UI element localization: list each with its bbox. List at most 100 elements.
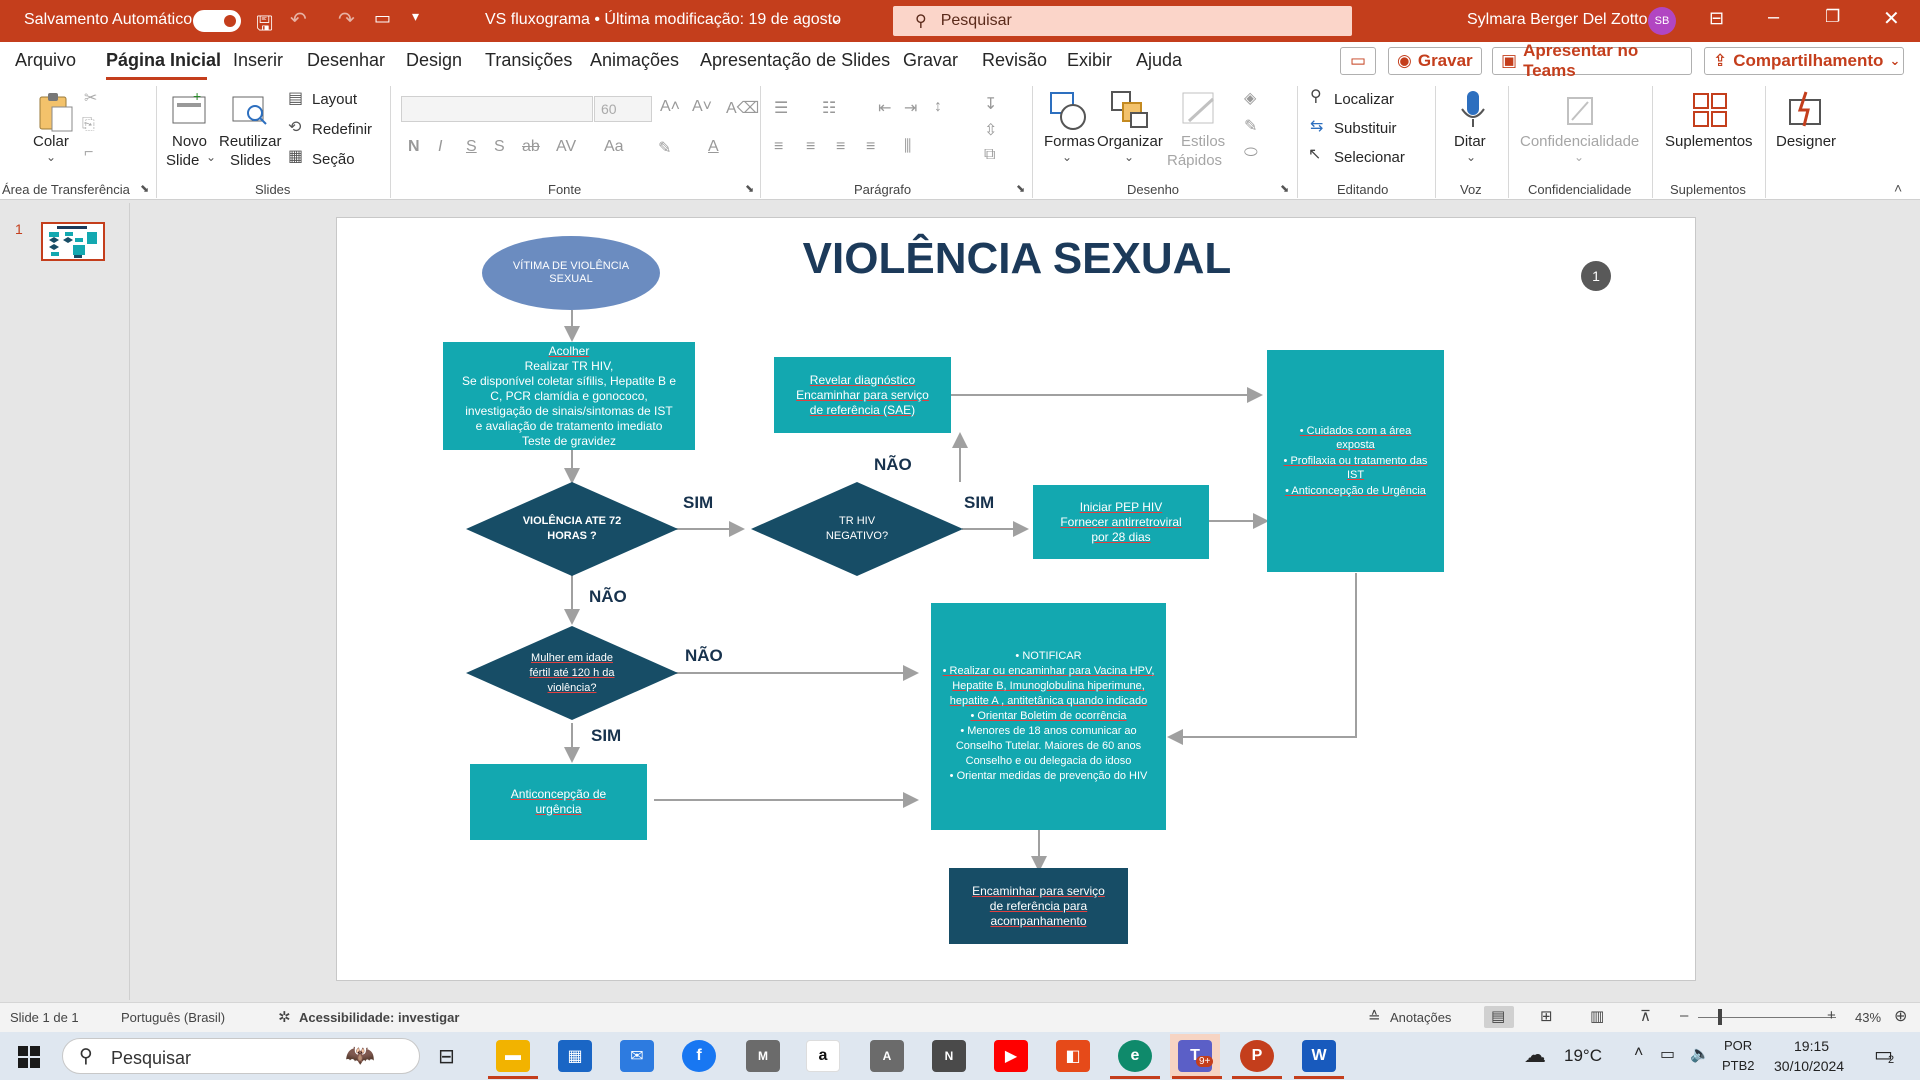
text-direction-icon[interactable]: ↧	[984, 96, 998, 113]
shapes-label[interactable]: Formas	[1044, 133, 1095, 150]
sensitivity-label[interactable]: Confidencialidade	[1520, 133, 1640, 150]
user-name[interactable]: Sylmara Berger Del Zotto	[1467, 11, 1648, 28]
paste-label[interactable]: Colar	[33, 133, 69, 150]
shape-fill-icon[interactable]: ◈	[1244, 90, 1257, 107]
clock-date[interactable]: 30/10/2024	[1774, 1058, 1845, 1074]
replace-icon[interactable]: ⇆	[1310, 118, 1324, 135]
task-view-icon[interactable]: ⊟	[438, 1046, 455, 1068]
collapse-ribbon-icon[interactable]: ˄	[1894, 180, 1903, 196]
zoom-slider-track[interactable]	[1698, 1017, 1836, 1018]
chevron-down-icon[interactable]: ⌄	[46, 150, 57, 164]
decision-mulher-fertil[interactable]	[466, 626, 678, 720]
cuidados-box[interactable]: • Cuidados com a área exposta • Profilax…	[1267, 350, 1444, 572]
shrink-font-icon[interactable]: A˅	[692, 98, 713, 115]
highlight-icon[interactable]: ✎	[658, 140, 672, 157]
victim-ellipse[interactable]: VÍTIMA DE VIOLÊNCIA SEXUAL	[482, 236, 660, 310]
section-label[interactable]: Seção	[312, 151, 355, 168]
file-explorer-icon[interactable]: ▬	[496, 1040, 530, 1072]
volume-icon[interactable]: 🔈	[1690, 1046, 1710, 1063]
acolher-box[interactable]: Acolher Realizar TR HIV, Se disponível c…	[443, 342, 695, 450]
windows-start-icon[interactable]	[18, 1046, 40, 1068]
decision-tr-hiv[interactable]	[751, 482, 963, 576]
share-button[interactable]: ⇪Compartilhamento⌄	[1704, 47, 1904, 75]
document-title[interactable]: VS fluxograma • Última modificação: 19 d…	[485, 11, 841, 28]
facebook-icon[interactable]: f	[682, 1040, 716, 1072]
clear-formatting-icon[interactable]: A⌫	[726, 100, 760, 117]
strikethrough-icon[interactable]: ab	[522, 138, 540, 155]
quick-styles-icon[interactable]	[1178, 88, 1222, 132]
designer-icon[interactable]	[1784, 88, 1828, 132]
amazon-icon[interactable]: a	[806, 1040, 840, 1072]
undo-icon[interactable]: ↶	[290, 9, 307, 31]
fit-to-window-icon[interactable]: ⊕	[1894, 1008, 1908, 1025]
chevron-down-icon[interactable]: ⌄	[1124, 150, 1135, 164]
char-spacing-icon[interactable]: AV	[556, 138, 577, 155]
sensitivity-icon[interactable]	[1560, 88, 1600, 132]
taskbar-search[interactable]: ⚲ Pesquisar 🦇	[62, 1038, 420, 1074]
columns-icon[interactable]: ⫼	[904, 138, 912, 155]
app-m-icon[interactable]: M	[746, 1040, 780, 1072]
font-family-select[interactable]	[401, 96, 593, 122]
reuse-slides-label-1[interactable]: Reutilizar	[219, 133, 282, 150]
chevron-down-icon[interactable]: ⌄	[1062, 150, 1073, 164]
chevron-down-icon[interactable]: ⌄	[1574, 150, 1585, 164]
revelar-box[interactable]: Revelar diagnóstico Encaminhar para serv…	[774, 357, 951, 433]
weather-icon[interactable]: ☁	[1524, 1042, 1546, 1067]
font-color-icon[interactable]: A	[708, 138, 719, 155]
powerpoint-icon[interactable]: P	[1240, 1040, 1274, 1072]
reset-label[interactable]: Redefinir	[312, 121, 373, 138]
shadow-icon[interactable]: S	[494, 138, 505, 155]
encaminhar-box[interactable]: Encaminhar para serviço de referência pa…	[949, 868, 1128, 944]
reuse-slides-icon[interactable]	[230, 90, 270, 128]
notes-button[interactable]: Anotações	[1390, 1010, 1452, 1025]
microphone-icon[interactable]	[1455, 88, 1491, 132]
customize-qat-icon[interactable]: ▾	[412, 8, 420, 24]
find-label[interactable]: Localizar	[1334, 91, 1395, 108]
weather-temp[interactable]: 19°C	[1564, 1046, 1602, 1065]
chevron-down-icon[interactable]: ⌄	[1466, 150, 1477, 164]
dialog-launcher-icon[interactable]: ⬊	[140, 183, 150, 195]
arrange-icon[interactable]	[1108, 88, 1152, 132]
dialog-launcher-icon[interactable]: ⬊	[1016, 183, 1026, 195]
format-painter-icon[interactable]: ⌐	[84, 144, 94, 161]
addins-label[interactable]: Suplementos	[1665, 133, 1753, 150]
paste-icon[interactable]	[32, 90, 76, 134]
tab-gravar[interactable]: Gravar	[903, 50, 959, 70]
avatar[interactable]: SB	[1648, 7, 1676, 35]
tab-desenhar[interactable]: Desenhar	[307, 50, 386, 70]
change-case-icon[interactable]: Aa	[604, 138, 624, 155]
section-icon[interactable]: ▦	[288, 148, 304, 165]
underline-icon[interactable]: S	[466, 138, 477, 155]
tab-animacoes[interactable]: Animações	[590, 50, 680, 70]
restore-icon[interactable]: ❐	[1825, 7, 1841, 26]
notificar-box[interactable]: • NOTIFICAR • Realizar ou encaminhar par…	[931, 603, 1166, 830]
cut-icon[interactable]: ✂	[84, 90, 98, 107]
store-icon[interactable]: ▦	[558, 1040, 592, 1072]
slide-canvas[interactable]: VIOLÊNCIA SEXUAL 1 VÍTIMA DE VIOLÊNCIA S…	[336, 217, 1696, 981]
quick-styles-label-2[interactable]: Rápidos	[1167, 152, 1223, 169]
notification-icon[interactable]: ▭	[1874, 1044, 1893, 1066]
comments-button[interactable]: ▭	[1340, 47, 1376, 75]
new-slide-label-1[interactable]: Novo	[172, 133, 208, 150]
numbering-icon[interactable]: ☷	[822, 100, 837, 117]
align-text-icon[interactable]: ⇳	[984, 122, 998, 139]
record-button[interactable]: ◉Gravar	[1388, 47, 1482, 75]
decrease-indent-icon[interactable]: ⇤	[878, 100, 892, 117]
edge-icon[interactable]: e	[1118, 1040, 1152, 1072]
find-icon[interactable]: ⚲	[1310, 88, 1322, 105]
align-right-icon[interactable]: ≡	[836, 138, 846, 155]
layout-icon[interactable]: ▤	[288, 90, 304, 107]
redo-icon[interactable]: ↷	[338, 9, 355, 31]
close-icon[interactable]: ✕	[1883, 8, 1900, 30]
shape-outline-icon[interactable]: ✎	[1244, 118, 1258, 135]
select-label[interactable]: Selecionar	[1334, 149, 1405, 166]
decision-violencia-72h[interactable]	[466, 482, 678, 576]
reuse-slides-label-2[interactable]: Slides	[230, 152, 271, 169]
align-left-icon[interactable]: ≡	[774, 138, 784, 155]
slide-title[interactable]: VIOLÊNCIA SEXUAL	[802, 234, 1232, 283]
tab-pagina-inicial[interactable]: Página Inicial	[106, 50, 222, 70]
addins-icon[interactable]	[1688, 88, 1732, 132]
designer-label[interactable]: Designer	[1776, 133, 1837, 150]
replace-label[interactable]: Substituir	[1334, 120, 1397, 137]
shape-effects-icon[interactable]: ⬭	[1244, 144, 1258, 161]
